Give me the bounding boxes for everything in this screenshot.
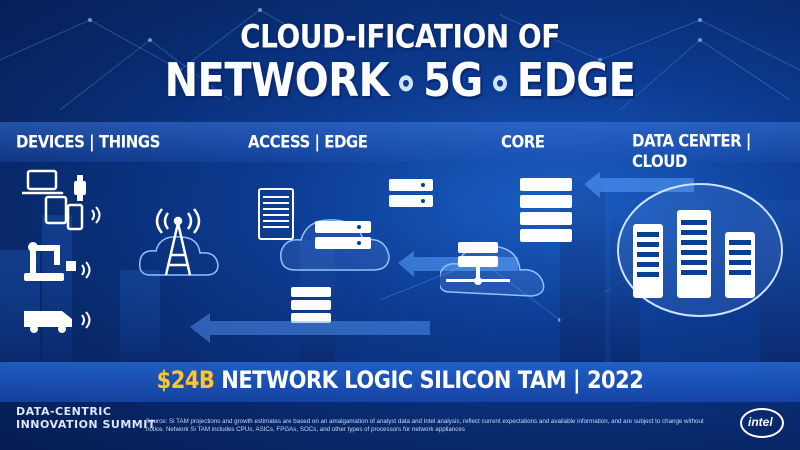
tam-label: NETWORK LOGIC SILICON TAM | 2022 xyxy=(221,366,644,394)
column-header-band xyxy=(0,122,800,162)
cell-tower-icon xyxy=(155,208,201,276)
server-icon xyxy=(389,179,433,207)
intel-logo: intel xyxy=(740,408,784,438)
tam-headline: $24B NETWORK LOGIC SILICON TAM | 2022 xyxy=(0,366,800,394)
arrow-left-icon xyxy=(190,313,430,343)
intel-logo-text: intel xyxy=(748,415,773,429)
devices-group xyxy=(22,169,101,333)
wifi-icon xyxy=(91,206,101,224)
slide-title-line2: NETWORK 5G EDGE xyxy=(0,55,800,108)
access-edge-group xyxy=(258,179,433,323)
title-5g: 5G xyxy=(423,54,483,108)
server-icon xyxy=(315,221,371,249)
arrow-left-icon xyxy=(584,172,694,198)
laptop-icon xyxy=(22,169,64,195)
title-edge: EDGE xyxy=(516,54,636,108)
van-icon xyxy=(24,311,72,333)
tam-amount: $24B xyxy=(156,366,215,394)
data-center-icon xyxy=(617,183,783,317)
bullet-dot xyxy=(492,75,507,92)
label-access-edge: ACCESS | EDGE xyxy=(248,131,368,153)
event-name-line1: DATA-CENTRIC xyxy=(16,405,112,418)
robot-arm-icon xyxy=(24,242,76,281)
smartwatch-icon xyxy=(74,175,86,201)
server-rack-icon xyxy=(258,188,294,240)
phone-icon xyxy=(66,203,84,231)
bullet-dot xyxy=(399,75,414,92)
tam-band xyxy=(0,362,800,402)
cloud-icon xyxy=(440,245,545,297)
label-data-center-cloud: DATA CENTER | CLOUD xyxy=(632,130,751,172)
network-server-icon xyxy=(446,242,510,285)
label-devices-things: DEVICES | THINGS xyxy=(16,131,160,153)
event-name-line2: INNOVATION SUMMIT xyxy=(16,418,156,431)
wifi-icon xyxy=(81,261,91,279)
label-core: CORE xyxy=(501,131,545,153)
tablet-icon xyxy=(44,195,68,225)
source-footnote: Source: Si TAM projections and growth es… xyxy=(146,418,704,433)
server-icon xyxy=(291,287,331,323)
title-network: NETWORK xyxy=(164,54,390,108)
core-group xyxy=(440,178,572,297)
slide-title-line1: CLOUD-IFICATION OF xyxy=(240,17,560,56)
event-name: DATA-CENTRIC INNOVATION SUMMIT xyxy=(16,405,156,431)
wifi-icon xyxy=(81,311,91,329)
server-stack-icon xyxy=(520,178,572,242)
cell-tower-group xyxy=(138,208,219,276)
